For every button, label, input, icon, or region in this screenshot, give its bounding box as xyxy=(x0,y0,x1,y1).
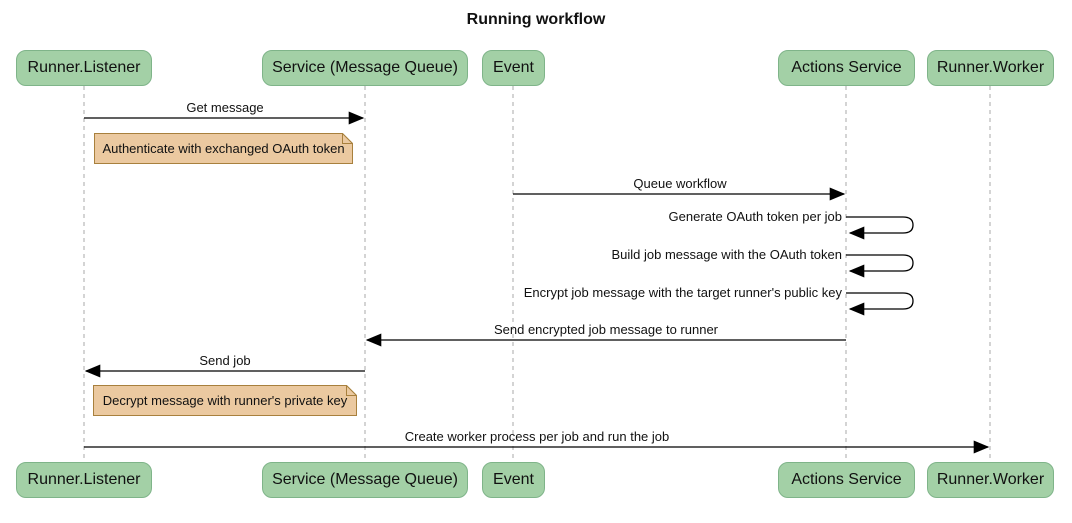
diagram-title: Running workflow xyxy=(466,11,606,28)
note-body xyxy=(93,385,357,416)
actor-label: Event xyxy=(493,59,534,76)
self-arrow-encrypt-job-message xyxy=(846,292,914,316)
note-fold-icon xyxy=(342,133,353,144)
message-label-get-message: Get message xyxy=(186,100,264,115)
self-arrow-build-job-message xyxy=(846,254,914,278)
message-label-queue-workflow: Queue workflow xyxy=(633,176,727,191)
actor-top-runner-listener: Runner.Listener xyxy=(16,50,152,86)
note-text: Authenticate with exchanged OAuth token xyxy=(102,141,345,156)
message-label-send-encrypted-job-message: Send encrypted job message to runner xyxy=(493,322,719,337)
actor-label: Runner.Listener xyxy=(27,471,141,488)
self-arrow-generate-oauth-token xyxy=(846,216,914,240)
message-label-create-worker-process: Create worker process per job and run th… xyxy=(404,429,670,444)
actor-top-runner-worker: Runner.Worker xyxy=(927,50,1054,86)
note-shape xyxy=(93,385,357,416)
actor-label: Runner.Worker xyxy=(936,59,1045,76)
actor-label: Service (Message Queue) xyxy=(272,59,458,76)
actor-bottom-event: Event xyxy=(482,462,545,498)
actor-label: Runner.Worker xyxy=(936,471,1045,488)
actor-label: Service (Message Queue) xyxy=(272,471,458,488)
actor-bottom-service-message-queue: Service (Message Queue) xyxy=(262,462,468,498)
actor-bottom-runner-listener: Runner.Listener xyxy=(16,462,152,498)
actor-label: Runner.Listener xyxy=(27,59,141,76)
note-shape xyxy=(94,133,353,164)
actor-top-event: Event xyxy=(482,50,545,86)
actor-bottom-runner-worker: Runner.Worker xyxy=(927,462,1054,498)
actor-top-service-message-queue: Service (Message Queue) xyxy=(262,50,468,86)
message-label-generate-oauth-token: Generate OAuth token per job xyxy=(668,209,842,224)
note-body xyxy=(94,133,353,164)
note-text: Decrypt message with runner's private ke… xyxy=(102,393,348,408)
note-decrypt-message: Decrypt message with runner's private ke… xyxy=(93,385,357,416)
note-fold-icon xyxy=(346,385,357,396)
actor-top-actions-service: Actions Service xyxy=(778,50,915,86)
actor-label: Actions Service xyxy=(791,59,902,76)
note-authenticate-oauth: Authenticate with exchanged OAuth token xyxy=(94,133,353,164)
message-label-build-job-message: Build job message with the OAuth token xyxy=(611,247,842,262)
actor-label: Event xyxy=(493,471,534,488)
actor-bottom-actions-service: Actions Service xyxy=(778,462,915,498)
message-label-send-job: Send job xyxy=(199,353,251,368)
actor-label: Actions Service xyxy=(791,471,902,488)
message-label-encrypt-job-message: Encrypt job message with the target runn… xyxy=(523,285,842,300)
